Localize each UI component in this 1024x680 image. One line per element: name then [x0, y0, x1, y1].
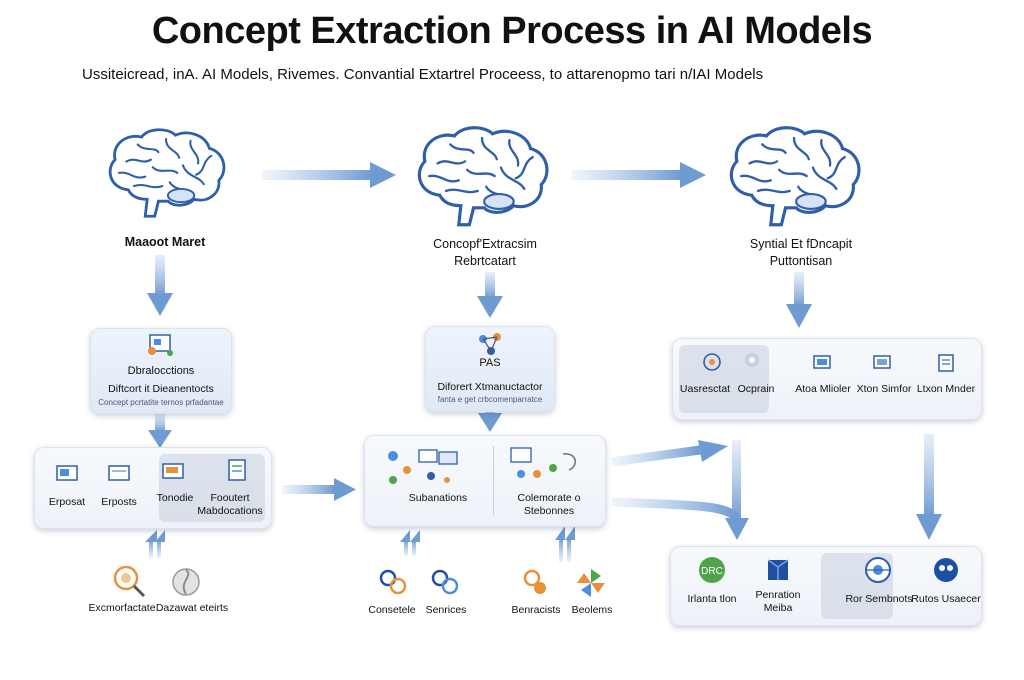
mid-mid-separator — [493, 446, 494, 516]
swirl-icon — [172, 568, 200, 596]
bottom-left-label-1: Excmorfactate — [88, 602, 156, 614]
bottom-mid-label-1: Consetele — [368, 604, 416, 616]
right-bottom-box: DRC Irlanta tlon Penration Meiba Ror Sem… — [670, 546, 982, 626]
stage-label-3: Syntial Et fDncapit Puttontisan — [716, 236, 886, 270]
right-top-item-4: Xton Simfor — [856, 383, 912, 395]
people-icon-3 — [523, 569, 546, 594]
bottom-mid-label-2: Senrices — [425, 604, 467, 616]
mid-mid-item-1: Subanations — [408, 492, 468, 504]
globe-icon — [865, 557, 891, 583]
left-mid-item-1: Erposat — [48, 496, 86, 508]
page-subtitle: Ussiteicread, inA. AI Models, Rivemes. C… — [82, 66, 764, 83]
bottom-mid-label-4: Beolems — [571, 604, 613, 616]
pinwheel-icon — [577, 569, 605, 597]
flow-icons-left — [388, 449, 458, 484]
stage-label-2: Concopf'Extracsim Rebrtcatart — [400, 236, 570, 270]
arrow-right-down — [916, 434, 942, 540]
brain-icon-1 — [108, 128, 226, 218]
magnifier-icon — [113, 565, 146, 598]
brain-icon-2 — [417, 126, 549, 227]
stage-label-3-line-1: Syntial Et fDncapit — [749, 237, 853, 251]
badge-icon: DRC — [699, 557, 725, 583]
right-bottom-item-1: Irlanta tlon — [687, 593, 737, 605]
right-bottom-item-2: Penration Meiba — [755, 589, 801, 614]
people-icon-2 — [431, 569, 459, 595]
team-icon — [934, 558, 958, 582]
stage-label-1: Maaoot Maret — [90, 234, 240, 251]
bottom-mid-label-3: Benracists — [511, 604, 561, 616]
up-arrows-mid-2 — [555, 526, 575, 562]
arrow-brain2-to-brain3 — [572, 162, 706, 188]
arrow-down-mid-mid — [478, 410, 502, 432]
device-icon-2 — [873, 355, 891, 369]
flow-icons-right — [510, 447, 576, 478]
mid-top-box-line: Diforert Xtmanuctactor — [437, 381, 543, 393]
arrow-left-to-mid — [282, 478, 356, 501]
gear-icon — [745, 353, 759, 367]
people-icon-1 — [379, 569, 407, 595]
stage-label-2-line-1: Concopf'Extracsim — [433, 237, 537, 251]
page-title: Concept Extraction Process in AI Models — [151, 10, 873, 52]
arrow-down-3 — [786, 272, 812, 328]
document-icon — [228, 459, 246, 481]
mid-top-box-note: fanta e get crbcomenparratce — [437, 395, 543, 404]
arrow-down-2 — [477, 272, 503, 318]
stage-label-3-line-2: Puttontisan — [769, 254, 833, 268]
bottom-left-label-2: Dazawat eteirts — [155, 602, 229, 614]
documents-icon — [148, 334, 173, 356]
brain-icon-3 — [729, 126, 861, 227]
right-bottom-item-3: Ror Sembnots — [845, 593, 913, 605]
search-circle-icon — [703, 353, 721, 371]
monitor-icon-3 — [162, 463, 184, 479]
right-top-item-3: Atoa Mlioler — [795, 383, 851, 395]
up-arrows-left — [145, 530, 165, 558]
stage-label-1-line: Maaoot Maret — [124, 235, 206, 249]
arrow-down-1 — [147, 255, 173, 316]
device-icon-1 — [813, 355, 831, 369]
arrow-mid-to-right-up — [611, 440, 728, 467]
stage-label-2-line-2: Rebrtcatart — [454, 254, 516, 268]
mid-mid-item-2: Colemorate o Stebonnes — [517, 492, 581, 517]
right-bottom-item-4: Rutos Usaecer — [911, 593, 981, 605]
mid-top-box: PAS Diforert Xtmanuctactor fanta e get c… — [425, 326, 555, 412]
badge-text: DRC — [701, 566, 723, 577]
left-top-box-line: Diftcort it Dieanentocts — [108, 383, 214, 395]
network-icon — [479, 333, 501, 355]
device-icon-3 — [938, 354, 954, 372]
right-top-box: Uasresctat Ocprain Atoa Mlioler Xton Sim… — [672, 338, 982, 420]
monitor-icon-2 — [108, 465, 130, 481]
arrow-brain1-to-brain2 — [262, 162, 396, 188]
right-top-item-5: Ltxon Mnder — [916, 383, 976, 395]
arrow-mid-to-right-down — [611, 440, 749, 540]
monitor-icon-1 — [56, 465, 78, 481]
mid-mid-box: Subanations Colemorate o Stebonnes — [364, 435, 606, 527]
arrow-down-left-mid — [148, 414, 172, 448]
mid-top-box-title: PAS — [479, 357, 501, 369]
up-arrows-mid-1 — [400, 530, 420, 556]
left-mid-item-4: Fooutert Mabdocations — [197, 492, 263, 517]
left-mid-item-3: Tonodie — [156, 492, 194, 504]
cube-icon — [767, 559, 789, 580]
right-top-item-1: Uasresctat — [679, 383, 731, 395]
left-top-box-note: Concept pcrtatite ternos prfadantae — [98, 398, 224, 407]
right-top-item-2: Ocprain — [737, 383, 775, 395]
left-mid-item-2: Erposts — [101, 496, 137, 508]
left-mid-box: Erposat Erposts Tonodie Fooutert Mabdoca… — [34, 447, 272, 529]
left-top-box-title: Dbralocctions — [127, 365, 195, 377]
left-top-box: Dbralocctions Diftcort it Dieanentocts C… — [90, 328, 232, 414]
